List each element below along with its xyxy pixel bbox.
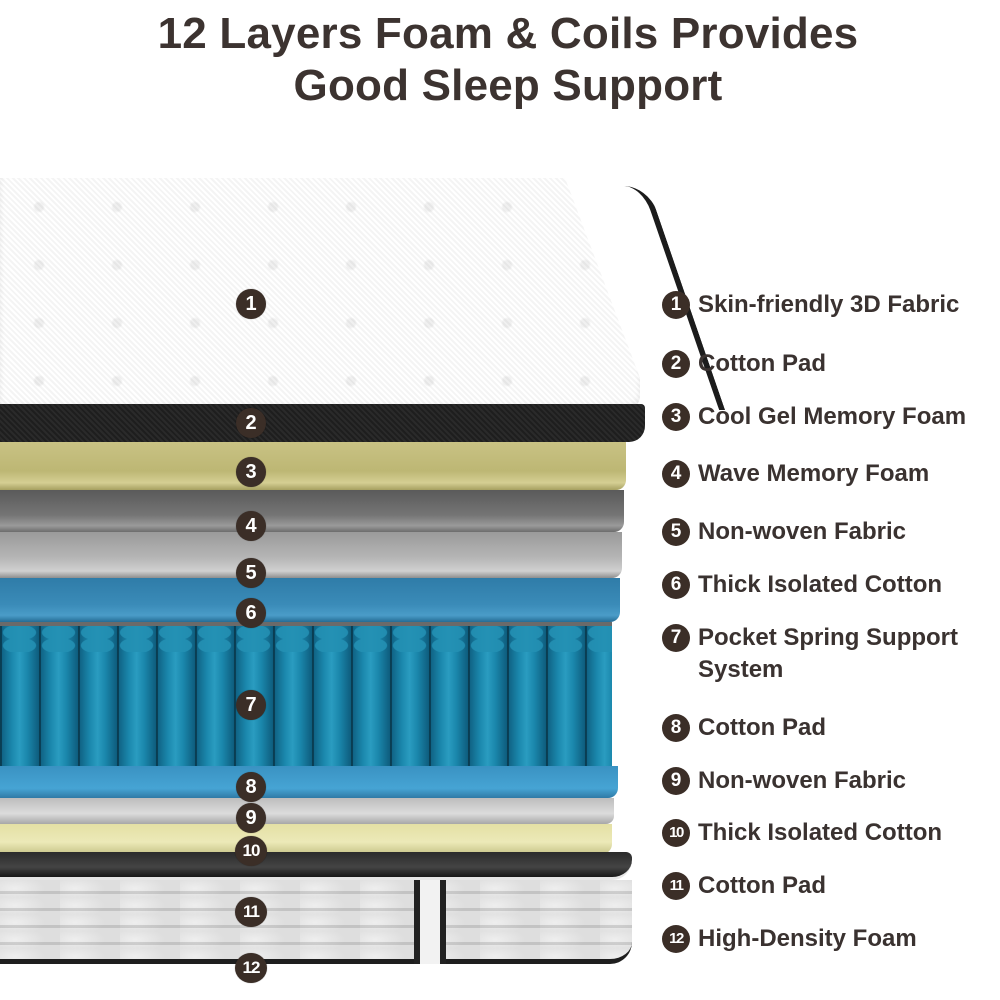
mattress-diagram: 1 2 3 4 5 6 7 8 9 10 11 12 bbox=[0, 178, 726, 983]
layer-cotton-pad-middle bbox=[0, 766, 618, 798]
number-badge-icon: 5 bbox=[662, 518, 690, 546]
layer-non-woven-fabric-bottom bbox=[0, 798, 614, 824]
legend-label: Thick Isolated Cotton bbox=[698, 571, 943, 598]
number-badge-icon: 1 bbox=[662, 291, 690, 319]
mattress-handle bbox=[414, 880, 446, 964]
badge-2: 2 bbox=[236, 408, 266, 438]
number-badge-icon: 4 bbox=[662, 460, 690, 488]
badge-11: 11 bbox=[235, 897, 267, 927]
layer-legend: 1 Skin-friendly 3D Fabric 2 Cotton Pad 3… bbox=[662, 0, 1000, 1000]
number-badge-icon: 7 bbox=[662, 624, 690, 652]
layer-wave-memory-foam bbox=[0, 490, 624, 532]
badge-9: 9 bbox=[236, 803, 266, 833]
legend-item-5: 5 Non-woven Fabric bbox=[662, 516, 906, 548]
badge-3: 3 bbox=[236, 457, 266, 487]
number-badge-icon: 12 bbox=[662, 925, 690, 953]
legend-label: Cotton Pad bbox=[698, 350, 826, 377]
border-band bbox=[0, 852, 632, 880]
badge-10: 10 bbox=[235, 836, 267, 866]
badge-5: 5 bbox=[236, 558, 266, 588]
legend-label: Cotton Pad bbox=[698, 714, 826, 741]
legend-item-3: 3 Cool Gel Memory Foam bbox=[662, 401, 966, 433]
spring-tops bbox=[0, 626, 612, 652]
legend-label: Thick Isolated Cotton bbox=[698, 819, 943, 846]
legend-item-9: 9 Non-woven Fabric bbox=[662, 765, 906, 797]
legend-label: Non-woven Fabric bbox=[698, 767, 907, 794]
legend-item-11: 11 Cotton Pad bbox=[662, 870, 826, 902]
badge-4: 4 bbox=[236, 511, 266, 541]
legend-label: Non-woven Fabric bbox=[698, 518, 907, 545]
legend-item-7: 7 Pocket Spring Support System bbox=[662, 622, 958, 686]
layer-non-woven-fabric-top bbox=[0, 532, 622, 578]
badge-1: 1 bbox=[236, 289, 266, 319]
layer-skin-friendly-fabric bbox=[0, 178, 640, 410]
title-line-2: Good Sleep Support bbox=[293, 61, 723, 110]
number-badge-icon: 8 bbox=[662, 714, 690, 742]
legend-label: Cool Gel Memory Foam bbox=[698, 403, 967, 430]
legend-label: Cotton Pad bbox=[698, 872, 826, 899]
layer-thick-isolated-cotton-bottom bbox=[0, 824, 612, 854]
legend-item-10: 10 Thick Isolated Cotton bbox=[662, 817, 942, 849]
legend-item-12: 12 High-Density Foam bbox=[662, 923, 917, 955]
legend-label: Wave Memory Foam bbox=[698, 460, 930, 487]
layer-thick-isolated-cotton-top bbox=[0, 578, 620, 622]
legend-item-4: 4 Wave Memory Foam bbox=[662, 458, 929, 490]
number-badge-icon: 6 bbox=[662, 571, 690, 599]
number-badge-icon: 11 bbox=[662, 872, 690, 900]
legend-label: High-Density Foam bbox=[698, 925, 917, 952]
number-badge-icon: 9 bbox=[662, 767, 690, 795]
legend-item-1: 1 Skin-friendly 3D Fabric bbox=[662, 289, 959, 321]
layer-cotton-pad-bottom bbox=[0, 880, 632, 964]
number-badge-icon: 2 bbox=[662, 350, 690, 378]
layer-cotton-pad-top bbox=[0, 404, 645, 442]
layer-cool-gel-memory-foam bbox=[0, 442, 626, 490]
number-badge-icon: 3 bbox=[662, 403, 690, 431]
badge-6: 6 bbox=[236, 598, 266, 628]
badge-12: 12 bbox=[235, 953, 267, 983]
legend-label: Skin-friendly 3D Fabric bbox=[698, 291, 960, 318]
page-title: 12 Layers Foam & Coils Provides Good Sle… bbox=[0, 8, 1000, 112]
title-line-1: 12 Layers Foam & Coils Provides bbox=[157, 9, 859, 58]
badge-8: 8 bbox=[236, 772, 266, 802]
legend-label: Pocket Spring Support System bbox=[698, 624, 959, 683]
badge-7: 7 bbox=[236, 690, 266, 720]
legend-item-6: 6 Thick Isolated Cotton bbox=[662, 569, 942, 601]
number-badge-icon: 10 bbox=[662, 819, 690, 847]
legend-item-8: 8 Cotton Pad bbox=[662, 712, 826, 744]
legend-item-2: 2 Cotton Pad bbox=[662, 348, 826, 380]
